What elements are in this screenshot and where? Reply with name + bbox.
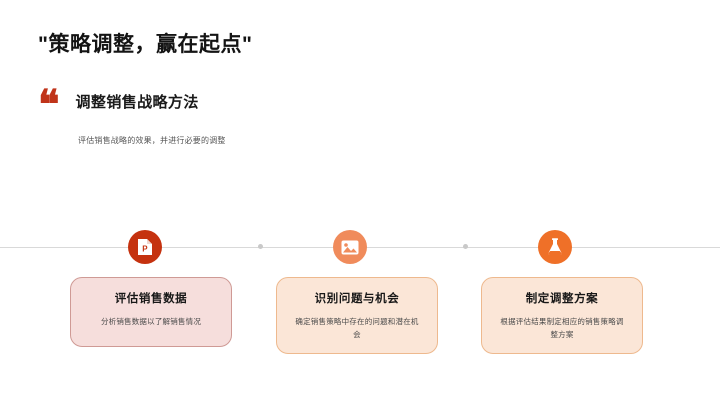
powerpoint-file-icon[interactable]: P	[128, 230, 162, 264]
page-title: "策略调整，赢在起点"	[38, 33, 253, 56]
card-title: 评估销售数据	[114, 293, 188, 305]
image-picture-icon[interactable]	[333, 230, 367, 264]
card-description: 确定销售策略中存在的问题和潜在机会	[295, 317, 419, 340]
svg-text:P: P	[142, 245, 148, 254]
card-description: 根据评估结果制定相应的销售策略调整方案	[500, 317, 624, 340]
section-subtitle: 评估销售战略的效果，并进行必要的调整	[78, 136, 226, 145]
quote-mark-icon: ❝	[38, 82, 59, 127]
card-identify-issues-opportunities[interactable]: 识别问题与机会 确定销售策略中存在的问题和潜在机会	[276, 277, 438, 355]
card-title: 制定调整方案	[525, 293, 599, 305]
card-formulate-adjustment-plan[interactable]: 制定调整方案 根据评估结果制定相应的销售策略调整方案	[481, 277, 643, 355]
card-evaluate-sales-data[interactable]: 评估销售数据 分析销售数据以了解销售情况	[70, 277, 232, 347]
flask-beaker-icon[interactable]	[538, 230, 572, 264]
card-description: 分析销售数据以了解销售情况	[100, 317, 202, 326]
card-title: 识别问题与机会	[314, 293, 400, 305]
section-heading-row: ❝ 调整销售战略方法	[38, 85, 199, 125]
timeline-dot-2	[463, 244, 468, 249]
section-heading: 调整销售战略方法	[75, 93, 199, 111]
timeline-dot-1	[258, 244, 263, 249]
